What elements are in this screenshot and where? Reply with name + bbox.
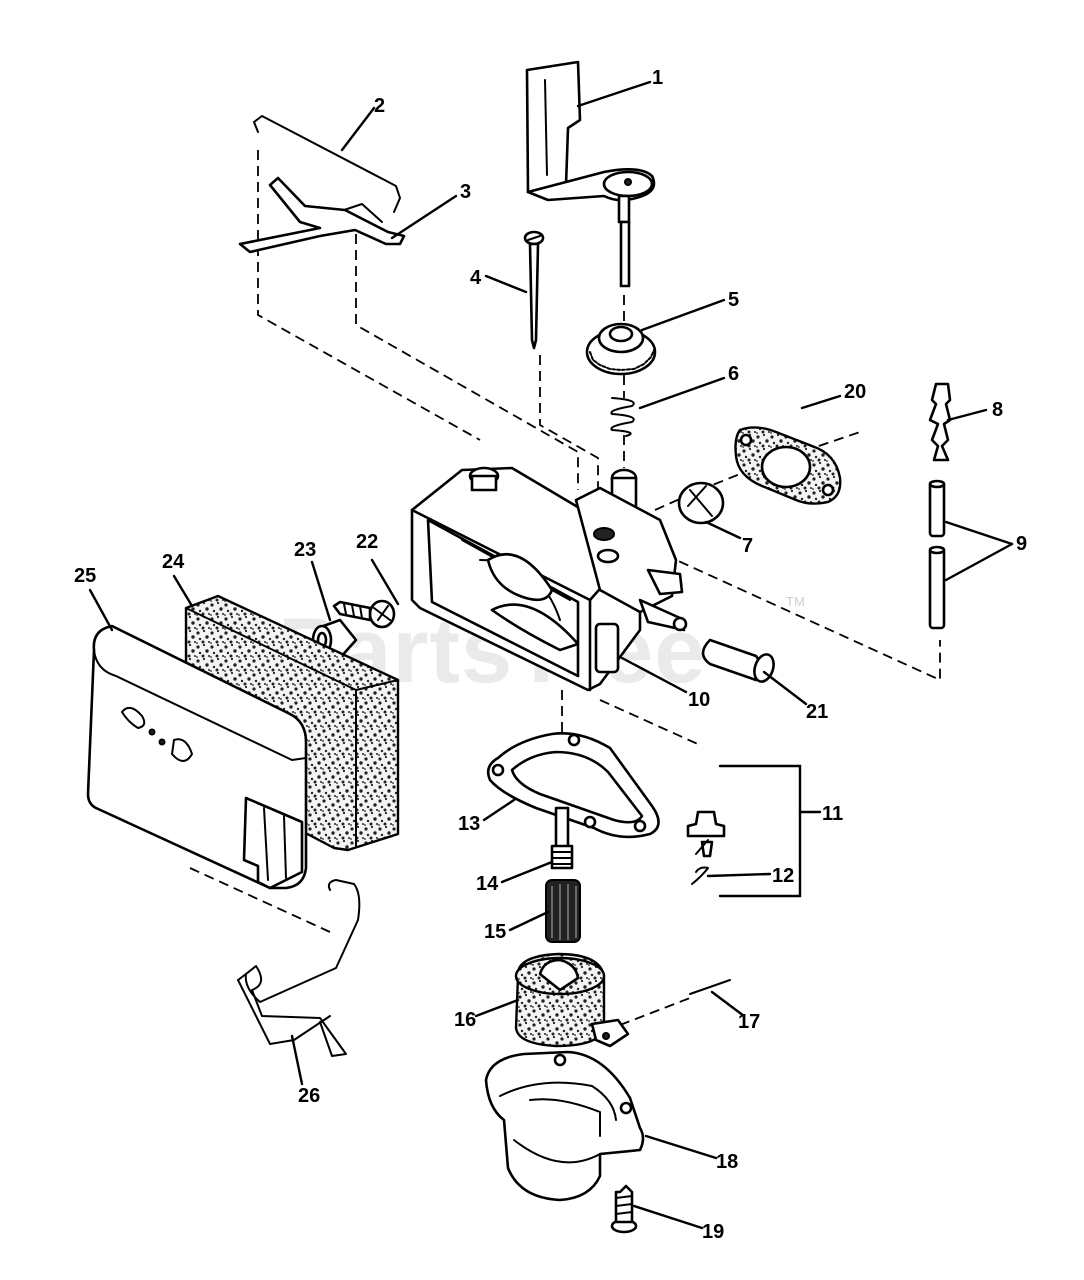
- mixture-needle-part: [523, 230, 545, 350]
- part-13-label[interactable]: 13: [458, 813, 480, 835]
- part-4-label[interactable]: 4: [470, 267, 482, 289]
- float-pin-part: [545, 879, 581, 943]
- part-20-label[interactable]: 20: [844, 381, 866, 403]
- part-3-label[interactable]: 3: [460, 181, 471, 203]
- part-23-label[interactable]: 23: [294, 539, 316, 561]
- part-11-label[interactable]: 11: [822, 803, 843, 825]
- part-24-label[interactable]: 24: [162, 551, 185, 573]
- wire-bail-part: [237, 879, 361, 1057]
- float-bowl-part: [484, 1050, 645, 1202]
- part-22-label[interactable]: 22: [356, 531, 378, 553]
- part-9-label[interactable]: 9: [1016, 533, 1027, 555]
- callouts: 1 2 3 4 5 6 7 8 9 10 11 12 13 14 15 16 1…: [74, 67, 1027, 1243]
- screw-part: [332, 599, 396, 629]
- choke-link-rod-part: [253, 115, 401, 213]
- part-6-label[interactable]: 6: [728, 363, 739, 385]
- spring-part: [610, 397, 635, 437]
- air-filter-cover-part: [86, 624, 308, 890]
- part-12-label[interactable]: 12: [772, 865, 794, 887]
- part-25-label[interactable]: 25: [74, 565, 96, 587]
- watermark-trademark: TM: [786, 594, 805, 609]
- float-bowl-gasket-part: [486, 732, 660, 839]
- bowl-screw-part: [610, 1184, 638, 1234]
- fuel-fitting-part: [928, 382, 952, 462]
- part-21-label[interactable]: 21: [806, 701, 828, 723]
- carburetor-body-part: [410, 466, 688, 692]
- part-19-label[interactable]: 19: [702, 1221, 724, 1243]
- float-part: [514, 952, 630, 1048]
- part-26-label[interactable]: 26: [298, 1085, 320, 1107]
- throttle-lever-part: [525, 60, 656, 288]
- throttle-plate-part: [677, 481, 725, 525]
- main-nozzle-part: [550, 806, 574, 870]
- part-10-label[interactable]: 10: [688, 689, 710, 711]
- part-1-label[interactable]: 1: [652, 67, 663, 89]
- part-8-label[interactable]: 8: [992, 399, 1003, 421]
- part-16-label[interactable]: 16: [454, 1009, 476, 1031]
- part-2-label[interactable]: 2: [374, 95, 385, 117]
- fuel-line-part: [928, 479, 946, 630]
- leader-lines: [88, 80, 1014, 1230]
- tube-part: [701, 638, 775, 683]
- hinge-pin-part: [689, 979, 731, 995]
- idle-adjust-gear-part: [585, 322, 657, 376]
- part-15-label[interactable]: 15: [484, 921, 506, 943]
- part-17-label[interactable]: 17: [738, 1011, 760, 1033]
- inlet-needle-seat-part: [686, 764, 802, 898]
- part-7-label[interactable]: 7: [742, 535, 753, 557]
- intake-gasket-part: [734, 426, 842, 505]
- part-5-label[interactable]: 5: [728, 289, 739, 311]
- choke-plate-part: [238, 176, 406, 254]
- part-14-label[interactable]: 14: [476, 873, 499, 895]
- part-18-label[interactable]: 18: [716, 1151, 738, 1173]
